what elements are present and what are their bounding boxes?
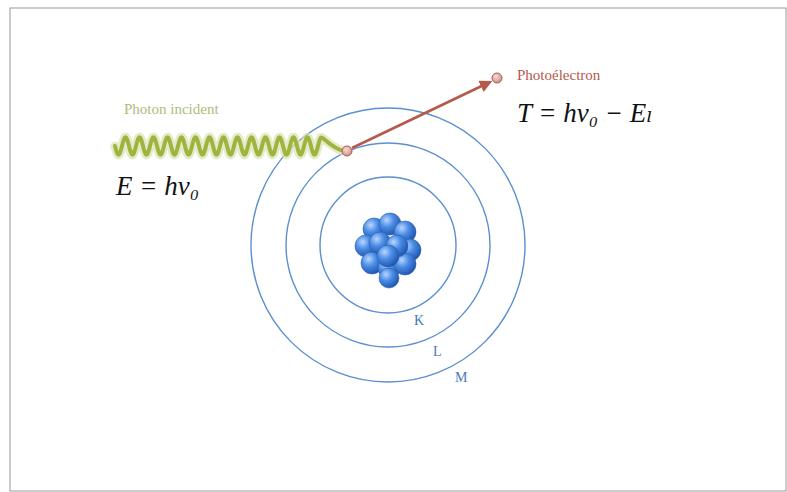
kinetic-energy-formula: T = hν₀ − Eₗ [517,98,653,129]
photoelectron-arrow [352,82,490,148]
frame [10,8,786,491]
nucleus [355,213,421,288]
photoelectron [492,73,502,83]
photon-wave [115,137,344,154]
electron [342,146,352,156]
photon-label: Photon incident [124,101,219,118]
shell-k [320,177,456,313]
photoelectron-label: Photoélectron [517,67,600,84]
photon-energy-formula: E = hν₀ [116,171,199,202]
shell-label: K [414,313,424,329]
photon-wave-glow [115,137,344,154]
shell-l [286,143,490,347]
shell-label: L [433,344,442,360]
shell-label: M [455,370,467,386]
